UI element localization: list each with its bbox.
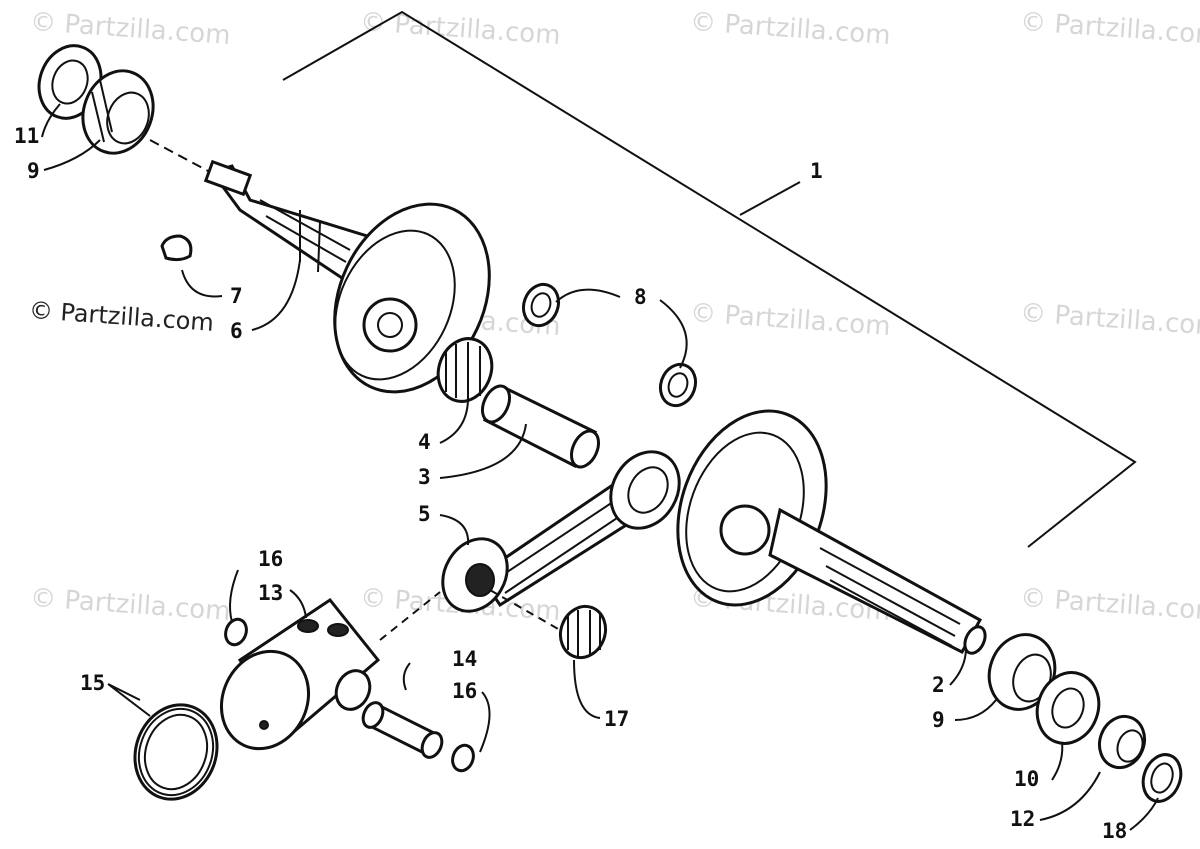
callout-16: 16 xyxy=(258,547,283,571)
spacer-collar[interactable] xyxy=(1092,710,1151,774)
callout-12: 12 xyxy=(1010,807,1035,831)
callout-18: 18 xyxy=(1102,819,1127,843)
callout-2: 2 xyxy=(932,673,945,697)
callout-7: 7 xyxy=(230,284,243,308)
thrust-washer[interactable] xyxy=(655,359,701,410)
crankshaft-right-half[interactable] xyxy=(652,390,989,656)
crank-pin[interactable] xyxy=(477,382,604,472)
callout-labels: 11 9 7 6 1 8 4 3 5 16 13 15 14 16 17 2 9… xyxy=(14,124,1127,843)
piston-pin-clip[interactable] xyxy=(449,742,477,773)
piston-pin-clip[interactable] xyxy=(222,616,250,647)
callout-13: 13 xyxy=(258,581,283,605)
callout-6: 6 xyxy=(230,319,243,343)
oil-seal[interactable] xyxy=(1027,664,1108,752)
piston-rings[interactable] xyxy=(122,693,230,811)
assembly-bracket xyxy=(282,10,1137,548)
callout-9: 9 xyxy=(932,708,945,732)
piston-pin[interactable] xyxy=(359,699,445,760)
piston[interactable] xyxy=(206,597,381,763)
leader-lines xyxy=(41,103,1159,831)
callout-11: 11 xyxy=(14,124,39,148)
washer[interactable] xyxy=(1137,749,1187,806)
callout-16: 16 xyxy=(452,679,477,703)
callout-10: 10 xyxy=(1014,767,1039,791)
woodruff-key[interactable] xyxy=(160,234,193,262)
callout-17: 17 xyxy=(604,707,629,731)
callout-5: 5 xyxy=(418,502,431,526)
callout-15: 15 xyxy=(80,671,105,695)
thrust-washer[interactable] xyxy=(518,279,564,330)
callout-9: 9 xyxy=(27,159,40,183)
callout-1: 1 xyxy=(810,159,823,183)
small-end-needle-bearing[interactable] xyxy=(553,600,612,664)
callout-14: 14 xyxy=(452,647,477,671)
needle-bearing[interactable] xyxy=(430,331,501,409)
callout-3: 3 xyxy=(418,465,431,489)
main-bearing[interactable] xyxy=(72,61,165,163)
callout-8: 8 xyxy=(634,285,647,309)
callout-4: 4 xyxy=(418,430,431,454)
connecting-rod[interactable] xyxy=(430,439,693,623)
